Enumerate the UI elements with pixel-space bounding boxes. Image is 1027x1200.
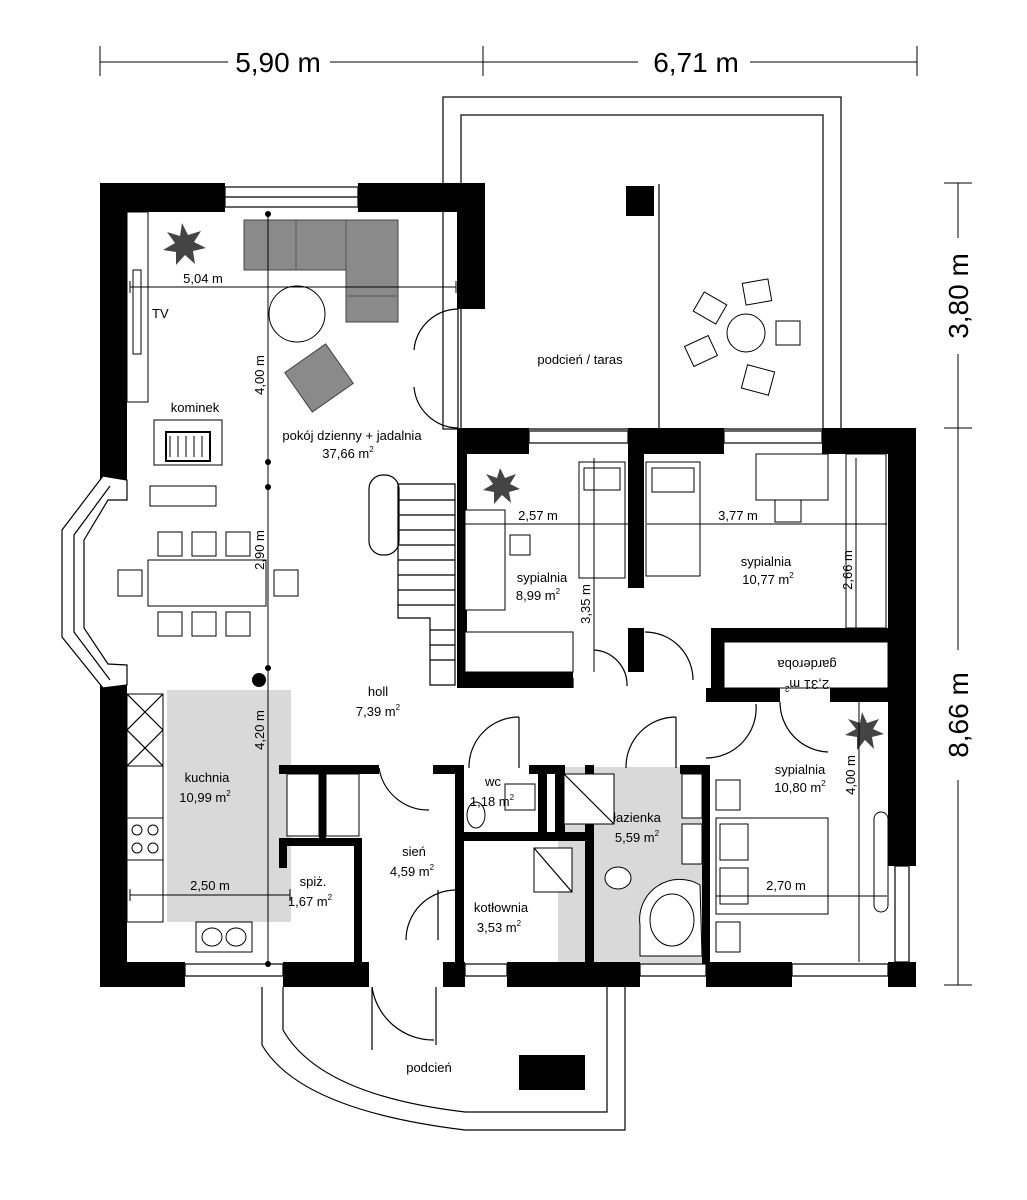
bottom-window-3 <box>639 963 707 977</box>
hall-area: 7,39 m2 <box>356 703 401 719</box>
kitchen-height-dim: 4,20 m <box>252 710 267 750</box>
porch-outline <box>261 987 626 1131</box>
doors <box>371 631 829 1050</box>
stairs <box>368 474 456 686</box>
bathroom-area: 5,59 m2 <box>615 829 660 845</box>
wardrobe-area: 2,31 m2 <box>784 677 829 693</box>
kitchen-width-dim: 2,50 m <box>190 878 230 893</box>
terrace-name: podcień / taras <box>537 352 623 367</box>
right-dimension: 3,80 m 8,66 m <box>943 182 974 986</box>
living-furniture <box>126 211 399 507</box>
bed2-name: sypialnia <box>741 554 792 569</box>
bottom-window-1 <box>184 963 284 977</box>
kitchen-name: kuchnia <box>185 770 231 785</box>
bed3-height-dim: 4,00 m <box>843 755 858 795</box>
porch-name: podcień <box>406 1060 452 1075</box>
living-room-area: 37,66 m2 <box>322 445 374 461</box>
right-window <box>894 865 910 963</box>
bed1-area: 8,99 m2 <box>516 587 561 603</box>
bay-window <box>61 475 128 689</box>
hall-name: holl <box>368 684 388 699</box>
living-room-name: pokój dzienny + jadalnia <box>282 428 422 443</box>
bed1-name: sypialnia <box>517 570 568 585</box>
dining-furniture <box>117 531 299 637</box>
labels: 5,04 m TV kominek 4,00 m 2,90 m 4,20 m 2… <box>152 271 858 1075</box>
walls <box>100 183 916 987</box>
bottom-window-2 <box>464 963 508 977</box>
kitchen-floor <box>167 690 291 922</box>
terrace-doors <box>413 308 459 429</box>
bed2-window <box>723 430 823 444</box>
vestibule-area: 4,59 m2 <box>390 863 435 879</box>
dim-right-lower: 8,66 m <box>943 672 974 758</box>
dining-height-dim: 2,90 m <box>252 530 267 570</box>
bathroom-fixtures <box>466 773 703 957</box>
bed3-furniture <box>715 712 889 953</box>
kitchen-furniture <box>126 693 360 953</box>
bed3-name: sypialnia <box>775 762 826 777</box>
bed2-height-dim: 2,66 m <box>840 550 855 590</box>
terrace-outline <box>442 96 842 430</box>
bed1-furniture <box>464 461 626 673</box>
bed2-area: 10,77 m2 <box>742 571 794 587</box>
fireplace-label: kominek <box>171 400 220 415</box>
dim-top-right: 6,71 m <box>653 47 739 78</box>
dim-top-left: 5,90 m <box>235 47 321 78</box>
living-height-dim: 4,00 m <box>252 355 267 395</box>
tv-label: TV <box>152 306 169 321</box>
top-dimension: 5,90 m 6,71 m <box>99 46 918 78</box>
bed2-width-dim: 3,77 m <box>718 508 758 523</box>
dim-right-upper: 3,80 m <box>943 253 974 339</box>
bottom-window-4 <box>791 963 889 977</box>
bathroom-name: łazienka <box>613 810 661 825</box>
living-width-dim: 5,04 m <box>183 271 223 286</box>
bed3-width-dim: 2,70 m <box>766 878 806 893</box>
wc-area: 1,18 m2 <box>470 793 515 809</box>
interior-dimensions <box>129 211 887 967</box>
bed1-width-dim: 2,57 m <box>518 508 558 523</box>
wardrobe-shelves <box>723 641 889 689</box>
kitchen-area: 10,99 m2 <box>179 789 231 805</box>
bed1-window <box>528 430 629 444</box>
living-top-window <box>224 186 359 208</box>
pantry-area: 1,67 m2 <box>288 893 333 909</box>
boiler-area: 3,53 m2 <box>477 919 522 935</box>
vestibule-name: sień <box>402 844 426 859</box>
wardrobe-name: garderoba <box>777 657 837 672</box>
wc-name: wc <box>484 774 501 789</box>
bed2-furniture <box>645 453 887 629</box>
pantry-name: spiż. <box>300 874 327 889</box>
bed1-height-dim: 3,35 m <box>578 584 593 624</box>
boiler-name: kotłownia <box>474 900 529 915</box>
bed3-area: 10,80 m2 <box>774 779 826 795</box>
